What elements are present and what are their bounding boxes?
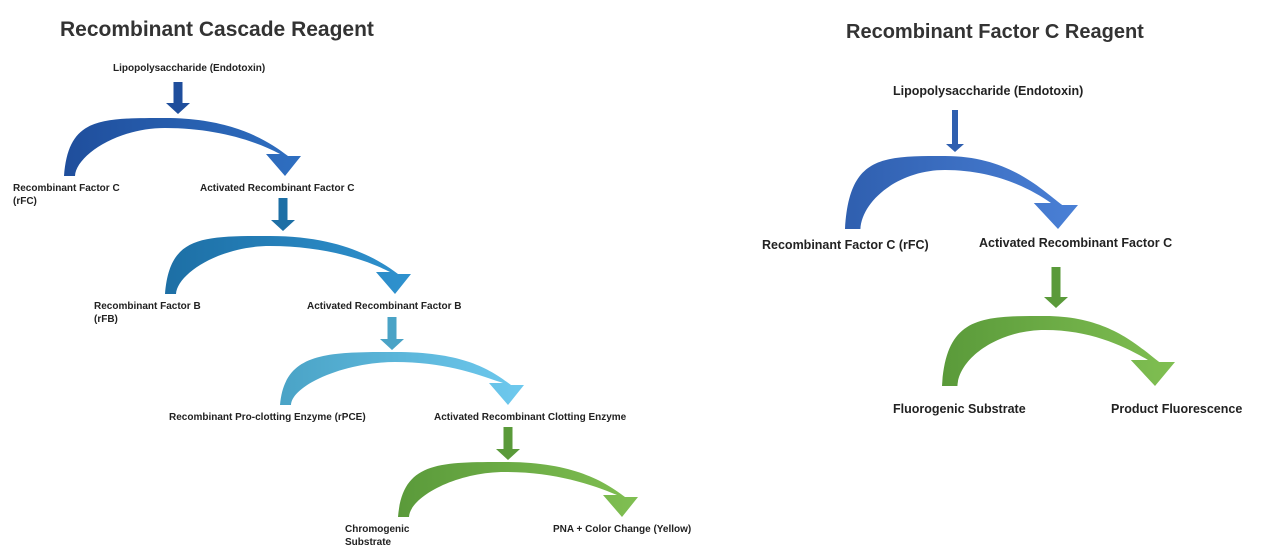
- left-step2-arrow: [380, 317, 404, 350]
- left-step4-output: PNA + Color Change (Yellow): [553, 524, 692, 535]
- right-step1-input: Recombinant Factor C (rFC): [762, 238, 929, 252]
- right-step2-output: Product Fluorescence: [1111, 402, 1243, 416]
- left-step1-arrow: [271, 198, 295, 231]
- left-step4-arc: [398, 462, 638, 517]
- left-step3-arrow: [496, 427, 520, 460]
- right-step2-input: Fluorogenic Substrate: [893, 402, 1026, 416]
- left-step2-arc: [165, 236, 411, 294]
- right-step1-arc: [845, 156, 1078, 229]
- left-step4-input: Chromogenic Substrate: [345, 524, 410, 548]
- left-start-label: Lipopolysaccharide (Endotoxin): [113, 63, 266, 74]
- left-step1-input: Recombinant Factor C (rFC): [13, 183, 120, 207]
- left-step1-arc: [64, 118, 301, 176]
- left-step2-output: Activated Recombinant Factor B: [307, 301, 462, 312]
- right-start-arrow: [946, 110, 964, 152]
- left-step3-input: Recombinant Pro-clotting Enzyme (rPCE): [169, 412, 366, 423]
- left-step3-output: Activated Recombinant Clotting Enzyme: [434, 412, 627, 423]
- right-step1-arrow: [1044, 267, 1068, 308]
- right-title: Recombinant Factor C Reagent: [846, 21, 1144, 43]
- right-step2-arc: [942, 316, 1175, 386]
- right-start-label: Lipopolysaccharide (Endotoxin): [893, 84, 1084, 98]
- left-step3-arc: [280, 352, 524, 405]
- right-step1-output: Activated Recombinant Factor C: [979, 236, 1173, 250]
- left-title: Recombinant Cascade Reagent: [60, 18, 374, 41]
- left-step2-input: Recombinant Factor B (rFB): [94, 301, 201, 325]
- left-step1-output: Activated Recombinant Factor C: [200, 183, 355, 194]
- left-start-arrow: [166, 82, 190, 114]
